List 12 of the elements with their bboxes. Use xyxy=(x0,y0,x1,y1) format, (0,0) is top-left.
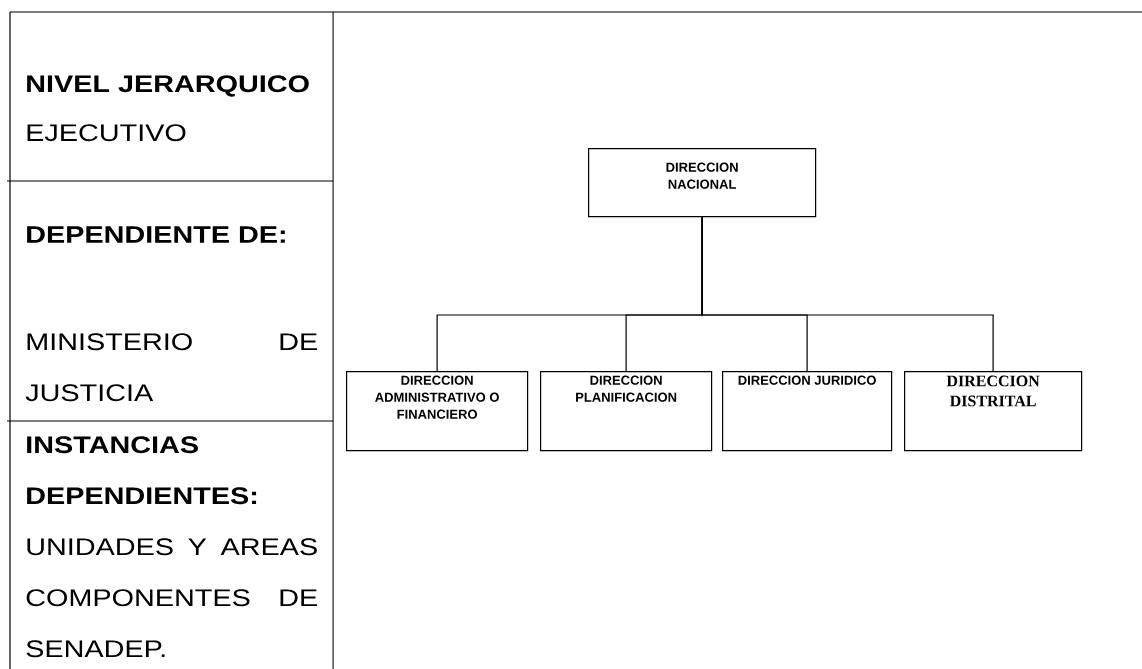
org-box: DIRECCION JURIDICO xyxy=(722,371,893,452)
table-text: NIVEL JERARQUICO xyxy=(27,75,309,97)
org-box: DIRECCION PLANIFICACION xyxy=(540,371,713,452)
table-text: UNIDADES Y AREAS COMPONENTES DE SENADEP. xyxy=(26,538,317,658)
table-text: EJECUTIVO xyxy=(27,124,186,142)
org-box: DIRECCION DISTRITAL xyxy=(904,371,1083,452)
org-box: DIRECCION ADMINISTRATIVO O FINANCIERO xyxy=(346,371,529,452)
table-text: MINISTERIO DE JUSTICIA xyxy=(25,333,317,402)
connector-line xyxy=(701,216,994,372)
table-text: DEPENDIENTE DE: xyxy=(27,226,285,243)
org-box: DIRECCION NACIONAL xyxy=(588,148,817,218)
table-text: INSTANCIAS DEPENDIENTES: xyxy=(27,436,257,505)
